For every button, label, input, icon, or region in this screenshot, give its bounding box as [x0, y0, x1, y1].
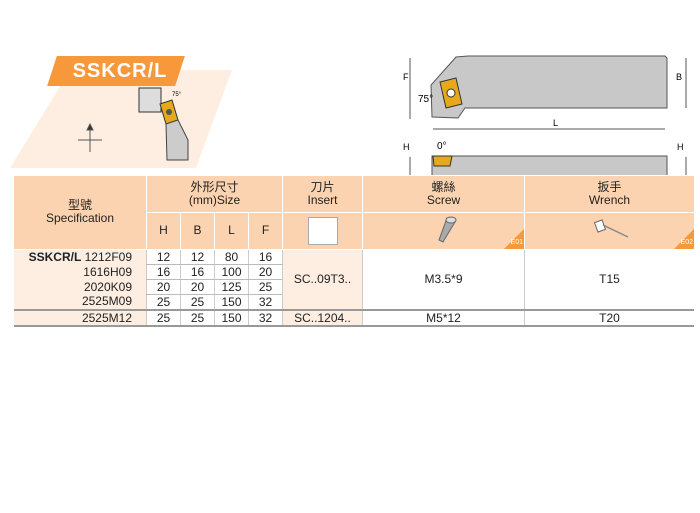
model-cell: SSKCR/L 1212F09: [14, 249, 147, 264]
table-cell: F: [403, 72, 409, 82]
top-view-drawing: F B L 75°: [403, 55, 687, 130]
model-cell: 2020K09: [14, 279, 147, 294]
insert-image: [282, 212, 363, 250]
screw-header-cn: 螺絲: [431, 179, 456, 194]
side-view-drawing: H H 0°: [403, 141, 687, 175]
table-cell: 150: [214, 308, 249, 327]
wrench-header-cn: 扳手: [597, 179, 622, 194]
col-L: L: [214, 212, 249, 250]
table-cell: 25: [248, 279, 283, 295]
table-cell: 150: [214, 294, 249, 310]
table-cell: 75°: [418, 94, 433, 105]
table-cell: L: [553, 118, 558, 128]
diagrams: 75° F B L 75° H H 0°: [10, 55, 687, 175]
wrench-cell: T20: [524, 308, 694, 327]
screw-cell: M3.5*9: [362, 249, 525, 310]
insert-cell: SC..09T3..: [282, 249, 363, 310]
table-cell: 20: [180, 279, 215, 295]
direction-arrows-icon: [78, 122, 102, 152]
size-header-cn: 外形尺寸: [190, 179, 239, 194]
wrench-icon: [593, 219, 628, 238]
wrench-header-en: Wrench: [588, 192, 631, 207]
table-cell: 25: [180, 308, 215, 327]
table-cell: 12: [180, 249, 215, 265]
table-cell: 20: [146, 279, 181, 295]
table-cell: 125: [214, 279, 249, 295]
wrench-code: E02: [680, 238, 693, 246]
col-H: H: [146, 212, 181, 250]
screw-image: E01: [362, 212, 525, 250]
table-cell: 25: [146, 308, 181, 327]
screw-code: E01: [510, 238, 523, 246]
size-header-en: (mm)Size: [188, 192, 241, 207]
table-cell: H: [403, 142, 410, 152]
insert-icon: [307, 216, 338, 245]
table-cell: 0°: [437, 141, 447, 152]
size-header: 外形尺寸(mm)Size: [146, 176, 283, 213]
table-cell: 20: [248, 264, 283, 280]
insert-header-en: Insert: [307, 192, 338, 207]
table-cell: 32: [248, 308, 283, 327]
spec-header-en: Specification: [45, 211, 115, 226]
table-cell: 1212F09: [84, 249, 132, 264]
cutting-diagram: 75°: [138, 87, 189, 161]
table-cell: H: [677, 142, 684, 152]
table-cell: 16: [146, 264, 181, 280]
table-cell: 80: [214, 249, 249, 265]
screw-icon: [437, 216, 456, 243]
insert-cell: SC..1204..: [282, 308, 363, 327]
insert-header-cn: 刀片: [310, 179, 335, 194]
table-cell: 32: [248, 294, 283, 310]
model-prefix: SSKCR/L: [28, 249, 82, 264]
wrench-cell: T15: [524, 249, 694, 310]
table-cell: B: [676, 72, 682, 82]
table-cell: 25: [180, 294, 215, 310]
spec-header-cn: 型號: [67, 198, 92, 213]
model-cell: 2525M12: [14, 308, 147, 327]
table-cell: 12: [146, 249, 181, 265]
product-title: SSKCR/L: [72, 60, 168, 82]
wrench-image: E02: [524, 212, 694, 250]
table-cell: 25: [146, 294, 181, 310]
table-cell: 16: [248, 249, 283, 265]
screw-header-en: Screw: [426, 192, 461, 207]
table-cell: 100: [214, 264, 249, 280]
screw-cell: M5*12: [362, 308, 525, 327]
model-cell: 2525M09: [14, 294, 147, 310]
col-F: F: [248, 212, 283, 250]
model-cell: 1616H09: [14, 264, 147, 279]
table-cell: 75°: [172, 92, 182, 98]
col-B: B: [180, 212, 215, 250]
table-cell: 16: [180, 264, 215, 280]
